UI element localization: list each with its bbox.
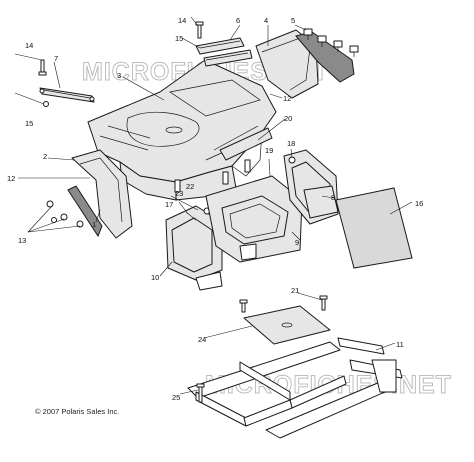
callout-15-top: 15 xyxy=(175,34,183,43)
callout-20: 20 xyxy=(284,114,292,123)
panel-16 xyxy=(335,187,413,269)
callout-8: 8 xyxy=(331,193,335,202)
callout-21: 21 xyxy=(291,286,299,295)
callout-labels: 1 2 3 4 5 6 7 8 9 10 11 12 12 13 14 14 1… xyxy=(7,16,423,402)
clip-fasteners xyxy=(303,28,359,57)
bolt-25 xyxy=(196,383,205,403)
callout-5: 5 xyxy=(291,16,295,25)
callout-12-left: 12 xyxy=(7,174,15,183)
callout-13: 13 xyxy=(18,236,26,245)
side-panel-right xyxy=(255,29,355,99)
callout-24: 24 xyxy=(198,335,206,344)
callout-18: 18 xyxy=(287,139,295,148)
callout-25: 25 xyxy=(172,393,180,402)
callout-14-left: 14 xyxy=(25,41,33,50)
callout-15-left: 15 xyxy=(25,119,33,128)
callout-4: 4 xyxy=(264,16,268,25)
callout-19: 19 xyxy=(265,146,273,155)
callout-14-top: 14 xyxy=(178,16,186,25)
callout-3: 3 xyxy=(117,71,121,80)
callout-23: 23 xyxy=(175,189,183,198)
callout-22: 22 xyxy=(186,182,194,191)
callout-9: 9 xyxy=(295,238,299,247)
callout-17: 17 xyxy=(165,200,173,209)
leader-lines xyxy=(14,16,413,395)
top-rail xyxy=(195,37,253,67)
copyright-notice: © 2007 Polaris Sales Inc. xyxy=(35,407,119,416)
skid-plate xyxy=(243,305,331,345)
washer-15 xyxy=(43,101,49,107)
callout-11: 11 xyxy=(396,340,404,349)
frame-11 xyxy=(187,337,403,439)
lower-strip xyxy=(219,127,273,161)
callout-10: 10 xyxy=(151,273,159,282)
bolt-left xyxy=(38,59,47,76)
callout-7: 7 xyxy=(54,54,58,63)
bin-8 xyxy=(303,185,339,219)
left-rail xyxy=(39,87,95,103)
side-panel-left xyxy=(67,149,133,239)
callout-6: 6 xyxy=(236,16,240,25)
bolt-21 xyxy=(239,295,328,313)
callout-1: 1 xyxy=(92,220,96,229)
center-bulkhead xyxy=(205,175,303,263)
callout-2: 2 xyxy=(43,152,47,161)
screws-13 xyxy=(46,200,84,228)
callout-16: 16 xyxy=(415,199,423,208)
callout-12-right: 12 xyxy=(283,94,291,103)
